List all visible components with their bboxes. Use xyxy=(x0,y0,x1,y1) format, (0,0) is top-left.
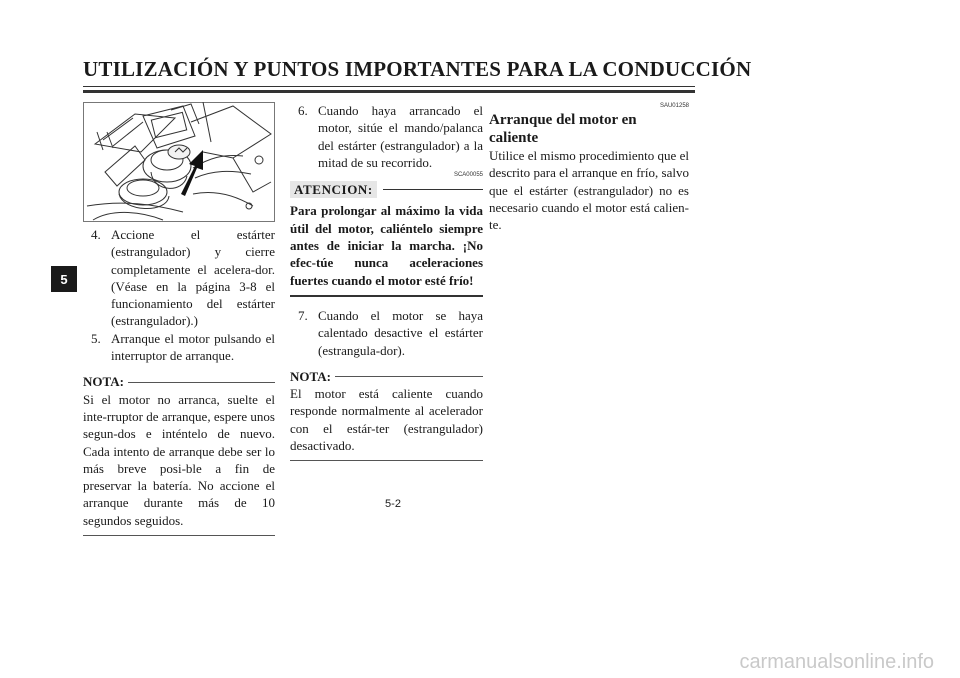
choke-lever-illustration xyxy=(83,102,275,222)
column-left: 4. Accione el estárter (estrangulador) y… xyxy=(83,102,275,537)
caution-end-rule xyxy=(290,294,483,297)
column-middle: 6. Cuando haya arrancado el motor, sitúe… xyxy=(290,102,483,462)
caution-body: Para prolongar al máximo la vida útil de… xyxy=(290,203,483,288)
caution-heading: ATENCION: xyxy=(290,181,483,199)
note-end-rule xyxy=(83,535,275,537)
note-body: El motor está caliente cuando responde n… xyxy=(290,386,483,454)
note-heading: NOTA: xyxy=(83,373,275,390)
step-5: 5. Arranque el motor pulsando el interru… xyxy=(91,330,275,364)
page-header-title: UTILIZACIÓN Y PUNTOS IMPORTANTES PARA LA… xyxy=(83,57,752,81)
section-body: Utilice el mismo procedimiento que el de… xyxy=(489,148,689,233)
section-code: SAU01258 xyxy=(659,103,689,109)
watermark: carmanualsonline.info xyxy=(739,651,934,673)
header-rule-thin xyxy=(83,86,695,87)
step-4: 4. Accione el estárter (estrangulador) y… xyxy=(91,227,275,329)
step-7: 7. Cuando el motor se haya calentado des… xyxy=(298,307,483,358)
note-end-rule xyxy=(290,460,483,462)
chapter-tab: 5 xyxy=(51,266,77,292)
column-right: SAU01258 Arranque del motor en caliente … xyxy=(489,102,689,233)
caution-code: SCA00055 xyxy=(453,172,483,179)
section-title: Arranque del motor en caliente xyxy=(489,112,637,146)
note-body: Si el motor no arranca, suelte el inte-r… xyxy=(83,391,275,528)
note-heading: NOTA: xyxy=(290,368,483,385)
header-rule-thick xyxy=(83,90,695,93)
step-6: 6. Cuando haya arrancado el motor, sitúe… xyxy=(298,103,483,170)
page-number: 5-2 xyxy=(385,498,401,510)
